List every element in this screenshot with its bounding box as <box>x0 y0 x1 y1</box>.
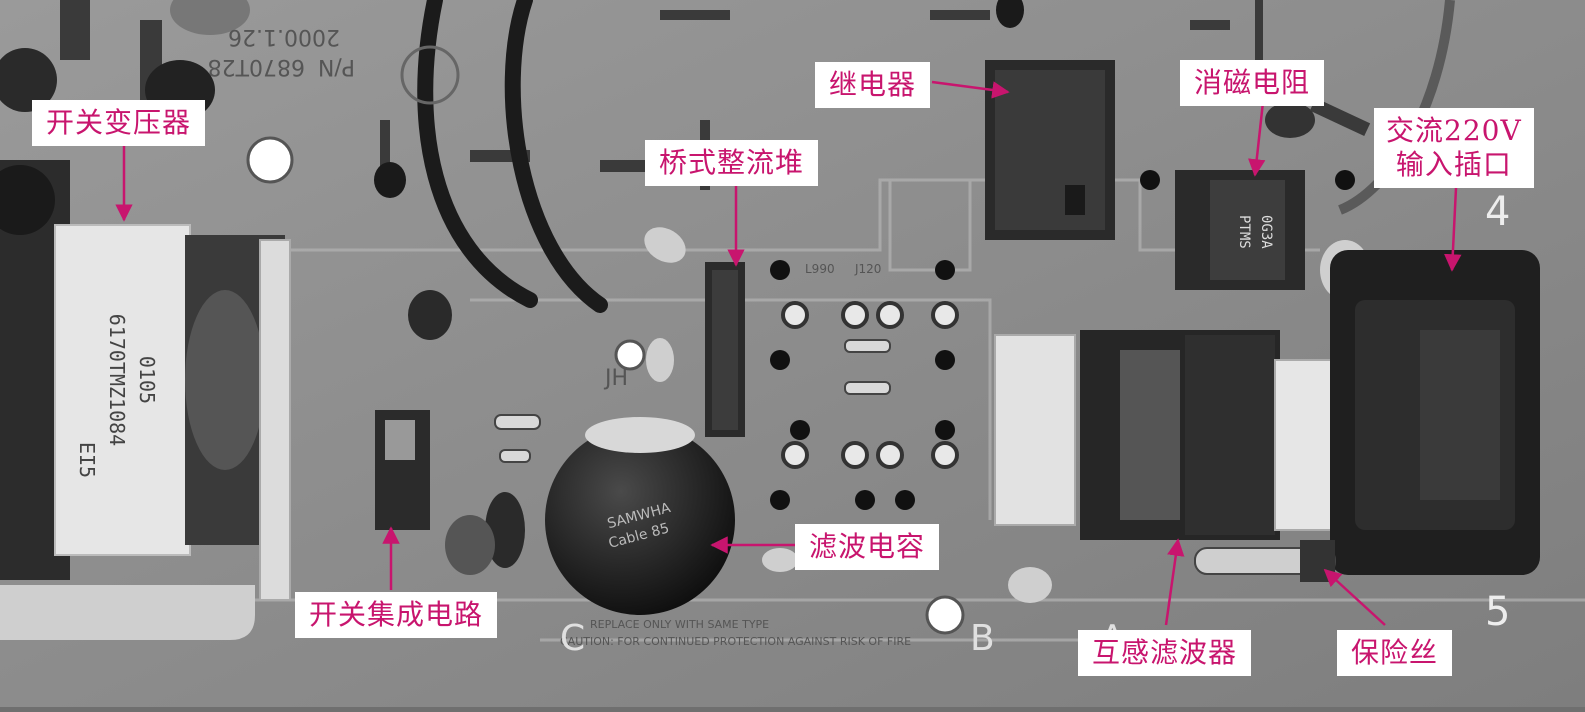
black-vias <box>770 170 1355 510</box>
switch-transformer: 6170TMZ1084 0105 EI5 <box>0 48 291 640</box>
replace-marking: REPLACE ONLY WITH SAME TYPE <box>590 618 769 631</box>
date-marking: 2000.1.26 <box>228 24 340 49</box>
label-fuse: 保险丝 <box>1337 630 1453 676</box>
label-bridge-rectifier: 桥式整流堆 <box>645 140 819 186</box>
bridge-rectifier <box>705 262 745 437</box>
brand-logo <box>400 45 460 105</box>
pn-marking: P/N <box>318 54 355 79</box>
part-number-marking: 6870T28 <box>208 54 305 79</box>
small-electrolytics <box>408 290 525 575</box>
arrow-fuse <box>1323 568 1386 626</box>
number-5: 5 <box>1485 589 1510 635</box>
transformer-id: EI5 <box>75 442 99 478</box>
label-ac-input: 交流220V 输入插口 <box>1374 108 1534 188</box>
label-switch-ic: 开关集成电路 <box>295 592 498 638</box>
j120-marking: J120 <box>854 262 881 276</box>
label-relay: 继电器 <box>815 62 931 108</box>
label-ac-input-line2: 输入插口 <box>1395 148 1512 181</box>
label-filter-capacitor: 滤波电容 <box>795 524 940 570</box>
filter-capacitor: SAMWHA Cable 85 <box>545 417 735 615</box>
ceramic-capacitors <box>644 227 1370 603</box>
label-degauss-resistor: 消磁电阻 <box>1180 60 1325 106</box>
l990-marking: L990 <box>805 262 835 276</box>
transformer-code: 6170TMZ1084 <box>105 314 129 446</box>
label-switch-transformer: 开关变压器 <box>32 100 206 146</box>
label-mutual-filter: 互感滤波器 <box>1078 630 1252 676</box>
arrow-mutual-filter <box>1164 538 1185 626</box>
degauss-resistor: PTMS 0G3A <box>1175 170 1305 290</box>
caution-marking: CAUTION: FOR CONTINUED PROTECTION AGAINS… <box>560 635 911 648</box>
arrow-ac-input <box>1444 187 1462 272</box>
switch-ic <box>375 410 430 530</box>
ac-input-socket <box>1330 250 1540 575</box>
label-ac-input-line1: 交流220V <box>1386 114 1522 147</box>
letter-b: B <box>970 618 995 659</box>
arrow-relay <box>931 80 1010 99</box>
thermistor-code: PTMS <box>1236 215 1252 249</box>
pointer-arrows <box>115 80 1462 626</box>
fuse <box>1194 540 1336 582</box>
transformer-sub: 0105 <box>135 356 159 404</box>
thermistor-sub: 0G3A <box>1258 215 1274 249</box>
number-4: 4 <box>1485 189 1510 235</box>
solder-pads <box>781 301 959 469</box>
mutual-inductance-filter <box>994 330 1351 540</box>
letter-c: C <box>560 618 585 659</box>
relay <box>985 60 1115 240</box>
jh-marking: JH <box>603 366 628 391</box>
arrow-degauss-resistor <box>1248 101 1266 177</box>
